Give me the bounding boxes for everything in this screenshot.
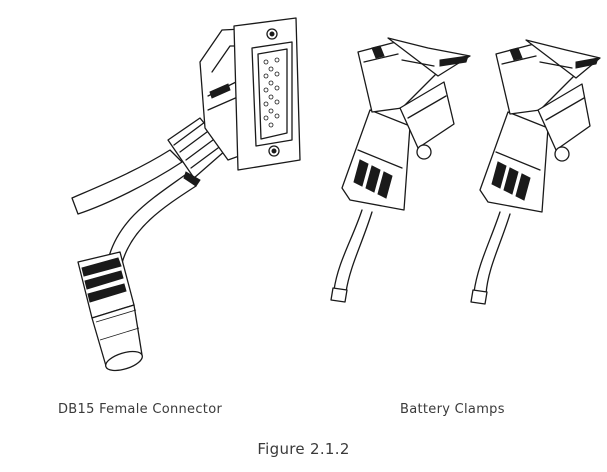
db15-connector-caption: DB15 Female Connector <box>58 402 222 417</box>
db15-faceplate <box>234 18 300 170</box>
plug-connector <box>78 252 145 374</box>
battery-clamp-illustration-2 <box>471 40 600 304</box>
battery-clamps-caption: Battery Clamps <box>400 402 505 417</box>
battery-clamp-illustration <box>331 38 470 302</box>
figure-illustration <box>0 0 607 390</box>
db15-connector-illustration <box>72 18 300 374</box>
figure-label: Figure 2.1.2 <box>0 440 607 458</box>
